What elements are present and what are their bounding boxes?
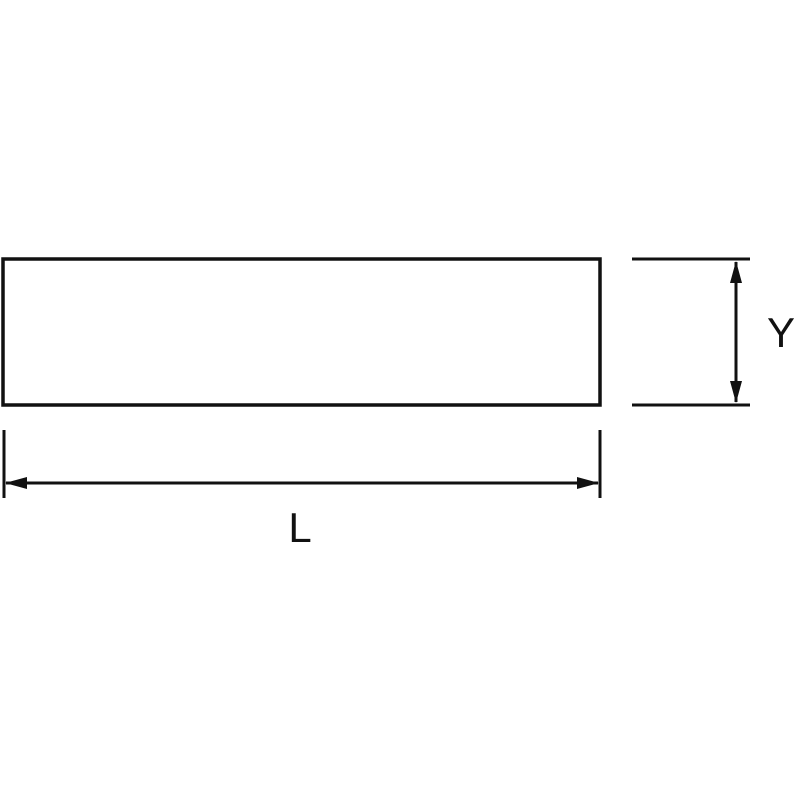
height-arrowhead-bottom <box>730 381 742 403</box>
length-label: L <box>288 504 311 551</box>
length-arrowhead-right <box>577 477 599 489</box>
height-label: Y <box>767 309 795 356</box>
part-outline <box>1 257 602 407</box>
length-arrowhead-left <box>5 477 27 489</box>
height-arrowhead-top <box>730 261 742 283</box>
